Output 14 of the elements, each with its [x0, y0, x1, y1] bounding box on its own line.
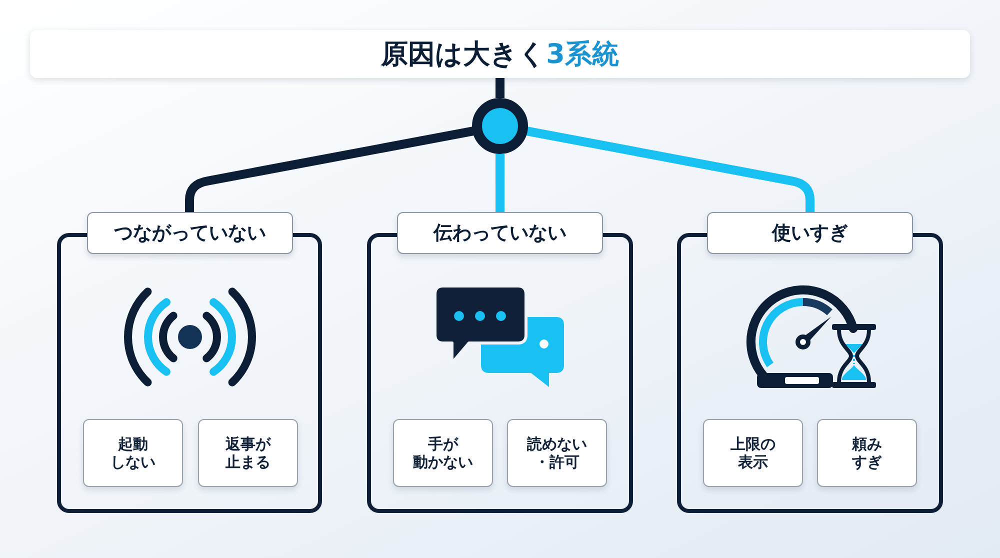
cause-box: 手が動かない	[393, 419, 493, 487]
connector-line	[496, 78, 504, 98]
cause-box: 上限の表示	[703, 419, 803, 487]
connector-line	[524, 126, 814, 212]
cause-box: 頼みすぎ	[817, 419, 917, 487]
connector-line	[185, 126, 476, 212]
heading-tab: 使いすぎ	[707, 212, 913, 254]
cause-box: 起動しない	[83, 419, 183, 487]
cause-box: 返事が止まる	[198, 419, 298, 487]
connector-line	[496, 154, 504, 212]
heading-tab: つながっていない	[87, 212, 293, 254]
hub-circle	[472, 98, 528, 154]
cause-box: 読めない・許可	[507, 419, 607, 487]
heading-tab: 伝わっていない	[397, 212, 603, 254]
